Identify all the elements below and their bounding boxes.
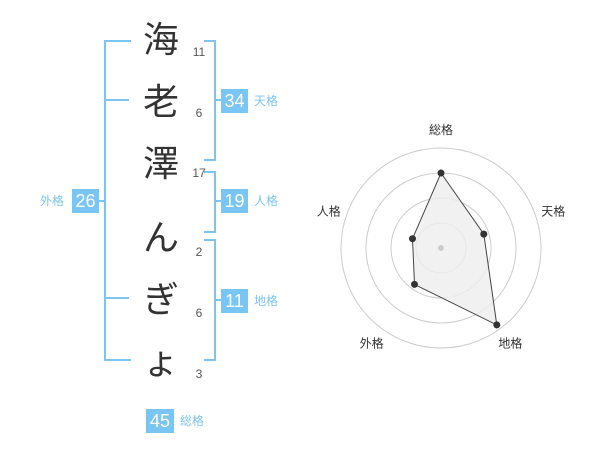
radar-center-point [438,245,444,251]
stroke-count-5: 6 [195,306,203,320]
gaikaku-bracket-tick-3 [98,200,106,202]
gaikaku-bracket-tick-1 [104,99,129,101]
radar-point-1 [437,169,445,177]
soukaku-label: 総格 [180,414,205,428]
gaikaku-label: 外格 [40,194,65,208]
radar-area [411,171,498,326]
tenkaku-value: 34 [221,89,248,113]
jinkaku-label: 人格 [254,194,279,208]
stroke-count-3: 17 [192,166,206,180]
name-char-1: 海 [142,20,179,61]
name-char-3: 澤 [142,144,179,185]
name-char-5: ぎ [142,280,179,321]
radar-axis-label-3: 地格 [498,336,522,351]
tenkaku-bracket-tick [214,99,222,101]
radar-axis-label-1: 総格 [429,122,453,137]
soukaku-value: 45 [146,409,174,433]
stroke-count-6: 3 [195,367,203,381]
stroke-count-2: 6 [195,106,203,120]
name-char-2: 老 [142,82,179,123]
jinkaku-value: 19 [221,189,248,213]
gaikaku-value: 26 [72,189,99,213]
radar-point-4 [411,280,418,288]
stroke-count-4: 2 [195,245,203,259]
chikaku-value: 11 [221,289,248,313]
gaikaku-bracket-tick-2 [104,297,129,299]
radar-point-5 [409,235,416,243]
chikaku-label: 地格 [254,294,279,308]
chikaku-bracket-tick [214,299,222,301]
radar-point-3 [493,321,501,329]
jinkaku-bracket [204,171,216,233]
name-char-4: ん [142,218,179,259]
radar-axis-label-4: 外格 [360,336,384,351]
radar-axis-label-2: 天格 [541,204,565,219]
radar-point-2 [480,230,488,238]
jinkaku-bracket-tick [214,200,222,202]
radar-ring-4 [340,147,542,349]
radar-axis-label-5: 人格 [317,204,341,219]
name-char-6: ょ [142,342,179,383]
stroke-count-1: 11 [192,45,206,59]
tenkaku-label: 天格 [254,94,279,108]
